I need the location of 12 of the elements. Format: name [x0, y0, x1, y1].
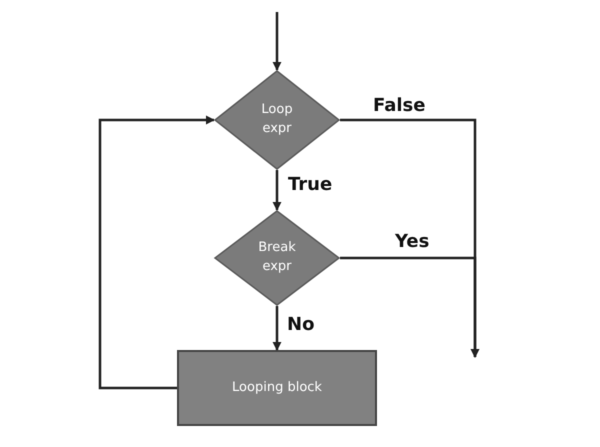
edge-label: No: [287, 314, 314, 335]
arrow: [98, 116, 215, 390]
node-label: Break expr: [257, 239, 297, 276]
node-label: Loop expr: [260, 101, 294, 138]
node-label: Looping block: [232, 378, 322, 397]
arrow: [272, 12, 282, 71]
edge-label: False: [373, 95, 426, 116]
arrow: [340, 256, 480, 358]
arrow: [272, 306, 282, 351]
edge-label: True: [288, 174, 332, 195]
arrow: [272, 170, 282, 211]
edge-label: Yes: [395, 231, 430, 252]
